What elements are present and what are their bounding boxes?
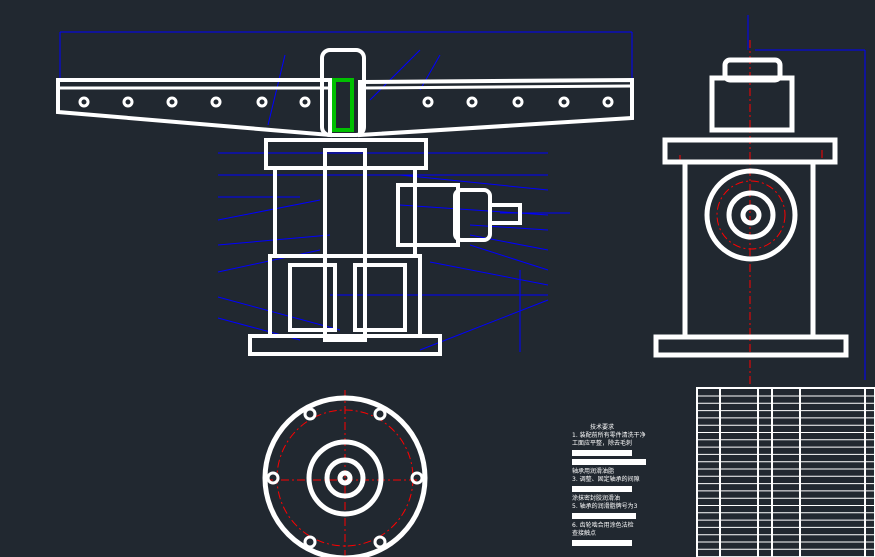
technical-requirements: 技术要求 1. 装配前所有零件清洗干净 工面应平整，除去毛刺 轴承用润滑油脂 3…	[572, 424, 692, 549]
dimension-lines	[59, 15, 866, 380]
note-bar	[572, 540, 632, 546]
parts-list-table	[696, 387, 875, 557]
note-line: 轴承用润滑油脂	[572, 468, 615, 475]
note-bar	[572, 486, 632, 492]
note-line: 5. 轴承的润滑脂牌号为3	[572, 503, 638, 510]
note-line: 查接触点	[572, 530, 597, 537]
side-view	[653, 57, 849, 358]
note-line: 工面应平整，除去毛刺	[572, 440, 633, 447]
tech-requirements-title: 技术要求	[590, 424, 615, 431]
note-line: 涂抹密封胶润滑油	[572, 495, 621, 502]
front-view	[56, 48, 634, 356]
note-line: 3. 调整、固定轴承的间隙	[572, 476, 640, 483]
note-line: 1. 装配前所有零件清洗干净	[572, 432, 646, 439]
top-view	[262, 395, 428, 557]
note-line: 6. 齿轮啮合用涂色法检	[572, 522, 634, 529]
note-bar	[572, 459, 646, 465]
note-bar	[572, 450, 632, 456]
note-bar	[572, 513, 636, 519]
